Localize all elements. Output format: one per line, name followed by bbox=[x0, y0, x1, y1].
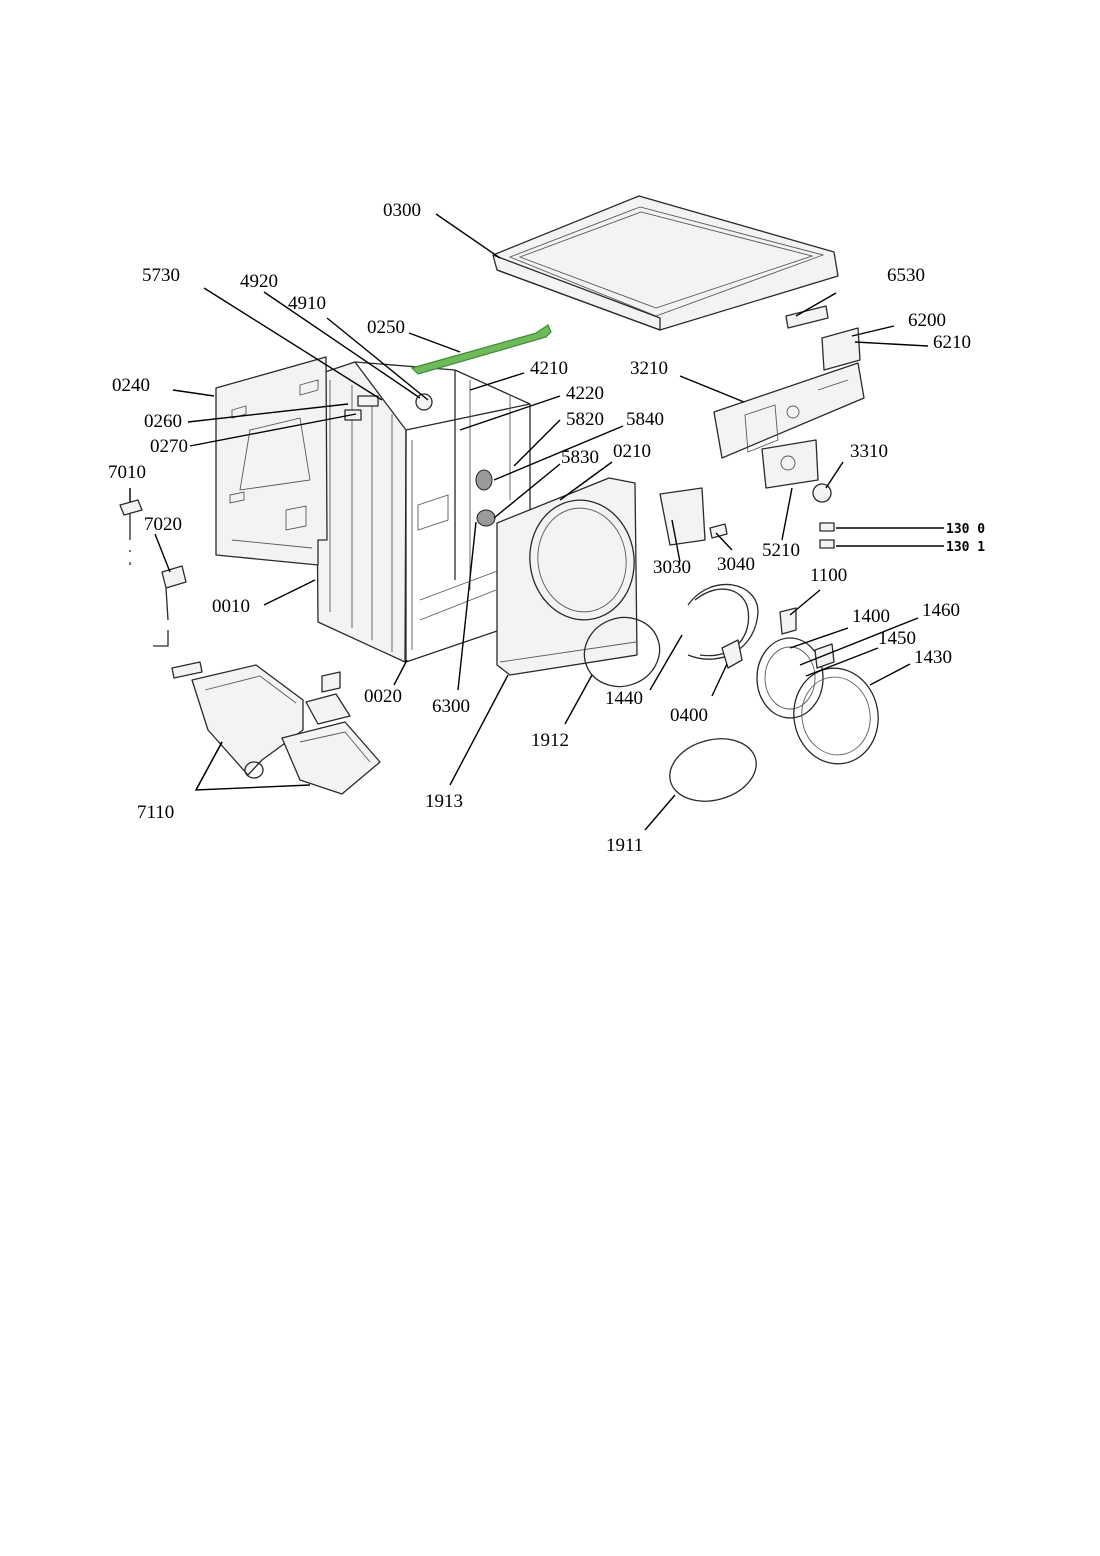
label-1430: 1430 bbox=[914, 647, 952, 668]
part-door-gasket-ring bbox=[583, 616, 661, 688]
label-5840: 5840 bbox=[626, 409, 664, 430]
label-4910: 4910 bbox=[288, 293, 326, 314]
label-3040: 3040 bbox=[717, 554, 755, 575]
label-1300: 130 0 bbox=[946, 522, 985, 537]
label-1450: 1450 bbox=[878, 628, 916, 649]
label-1440: 1440 bbox=[605, 688, 643, 709]
part-connectors bbox=[819, 522, 835, 549]
label-3030: 3030 bbox=[653, 557, 691, 578]
label-3210: 3210 bbox=[630, 358, 668, 379]
label-0210: 0210 bbox=[613, 441, 651, 462]
part-sensors bbox=[475, 469, 496, 527]
label-1912: 1912 bbox=[531, 730, 569, 751]
part-main-board bbox=[761, 439, 819, 489]
leader-lines bbox=[129, 213, 944, 831]
label-4920: 4920 bbox=[240, 271, 278, 292]
part-display-module bbox=[785, 305, 829, 329]
label-4210: 4210 bbox=[530, 358, 568, 379]
part-number-labels: 0300 5730 4920 4910 0250 6530 6200 6210 … bbox=[108, 200, 985, 856]
label-5830: 5830 bbox=[561, 447, 599, 468]
part-front-panel bbox=[496, 477, 638, 676]
label-3310: 3310 bbox=[850, 441, 888, 462]
label-5210: 5210 bbox=[762, 540, 800, 561]
part-top-cover bbox=[492, 195, 839, 331]
part-control-panel bbox=[713, 362, 865, 459]
part-door-lock bbox=[721, 639, 743, 669]
part-door-seal-1911 bbox=[669, 738, 757, 802]
label-0300: 0300 bbox=[383, 200, 421, 221]
label-0400: 0400 bbox=[670, 705, 708, 726]
label-5820: 5820 bbox=[566, 409, 604, 430]
part-top-brace-highlighted bbox=[410, 324, 552, 375]
label-0020: 0020 bbox=[364, 686, 402, 707]
part-door-handle bbox=[779, 607, 797, 635]
part-rear-panel bbox=[215, 356, 328, 566]
label-6210: 6210 bbox=[933, 332, 971, 353]
label-7110: 7110 bbox=[137, 802, 174, 823]
part-dispenser bbox=[171, 661, 381, 795]
label-0270: 0270 bbox=[150, 436, 188, 457]
label-0010: 0010 bbox=[212, 596, 250, 617]
label-6200: 6200 bbox=[908, 310, 946, 331]
label-6300: 6300 bbox=[432, 696, 470, 717]
part-drawer-handle bbox=[659, 487, 728, 546]
label-1911: 1911 bbox=[606, 835, 643, 856]
label-0240: 0240 bbox=[112, 375, 150, 396]
label-4220: 4220 bbox=[566, 383, 604, 404]
label-6530: 6530 bbox=[887, 265, 925, 286]
part-pcb bbox=[821, 327, 861, 371]
label-1100: 1100 bbox=[810, 565, 847, 586]
part-cabinet bbox=[315, 361, 531, 663]
label-7020: 7020 bbox=[144, 514, 182, 535]
part-knob bbox=[812, 483, 832, 503]
label-0260: 0260 bbox=[144, 411, 182, 432]
label-7010: 7010 bbox=[108, 462, 146, 483]
label-1913: 1913 bbox=[425, 791, 463, 812]
label-0250: 0250 bbox=[367, 317, 405, 338]
part-door-frame bbox=[756, 637, 835, 719]
label-5730: 5730 bbox=[142, 265, 180, 286]
label-1400: 1400 bbox=[852, 606, 890, 627]
label-1460: 1460 bbox=[922, 600, 960, 621]
part-door-outer-frame bbox=[793, 667, 879, 765]
part-inlet-hose bbox=[119, 499, 187, 647]
label-1301: 130 1 bbox=[946, 540, 985, 555]
